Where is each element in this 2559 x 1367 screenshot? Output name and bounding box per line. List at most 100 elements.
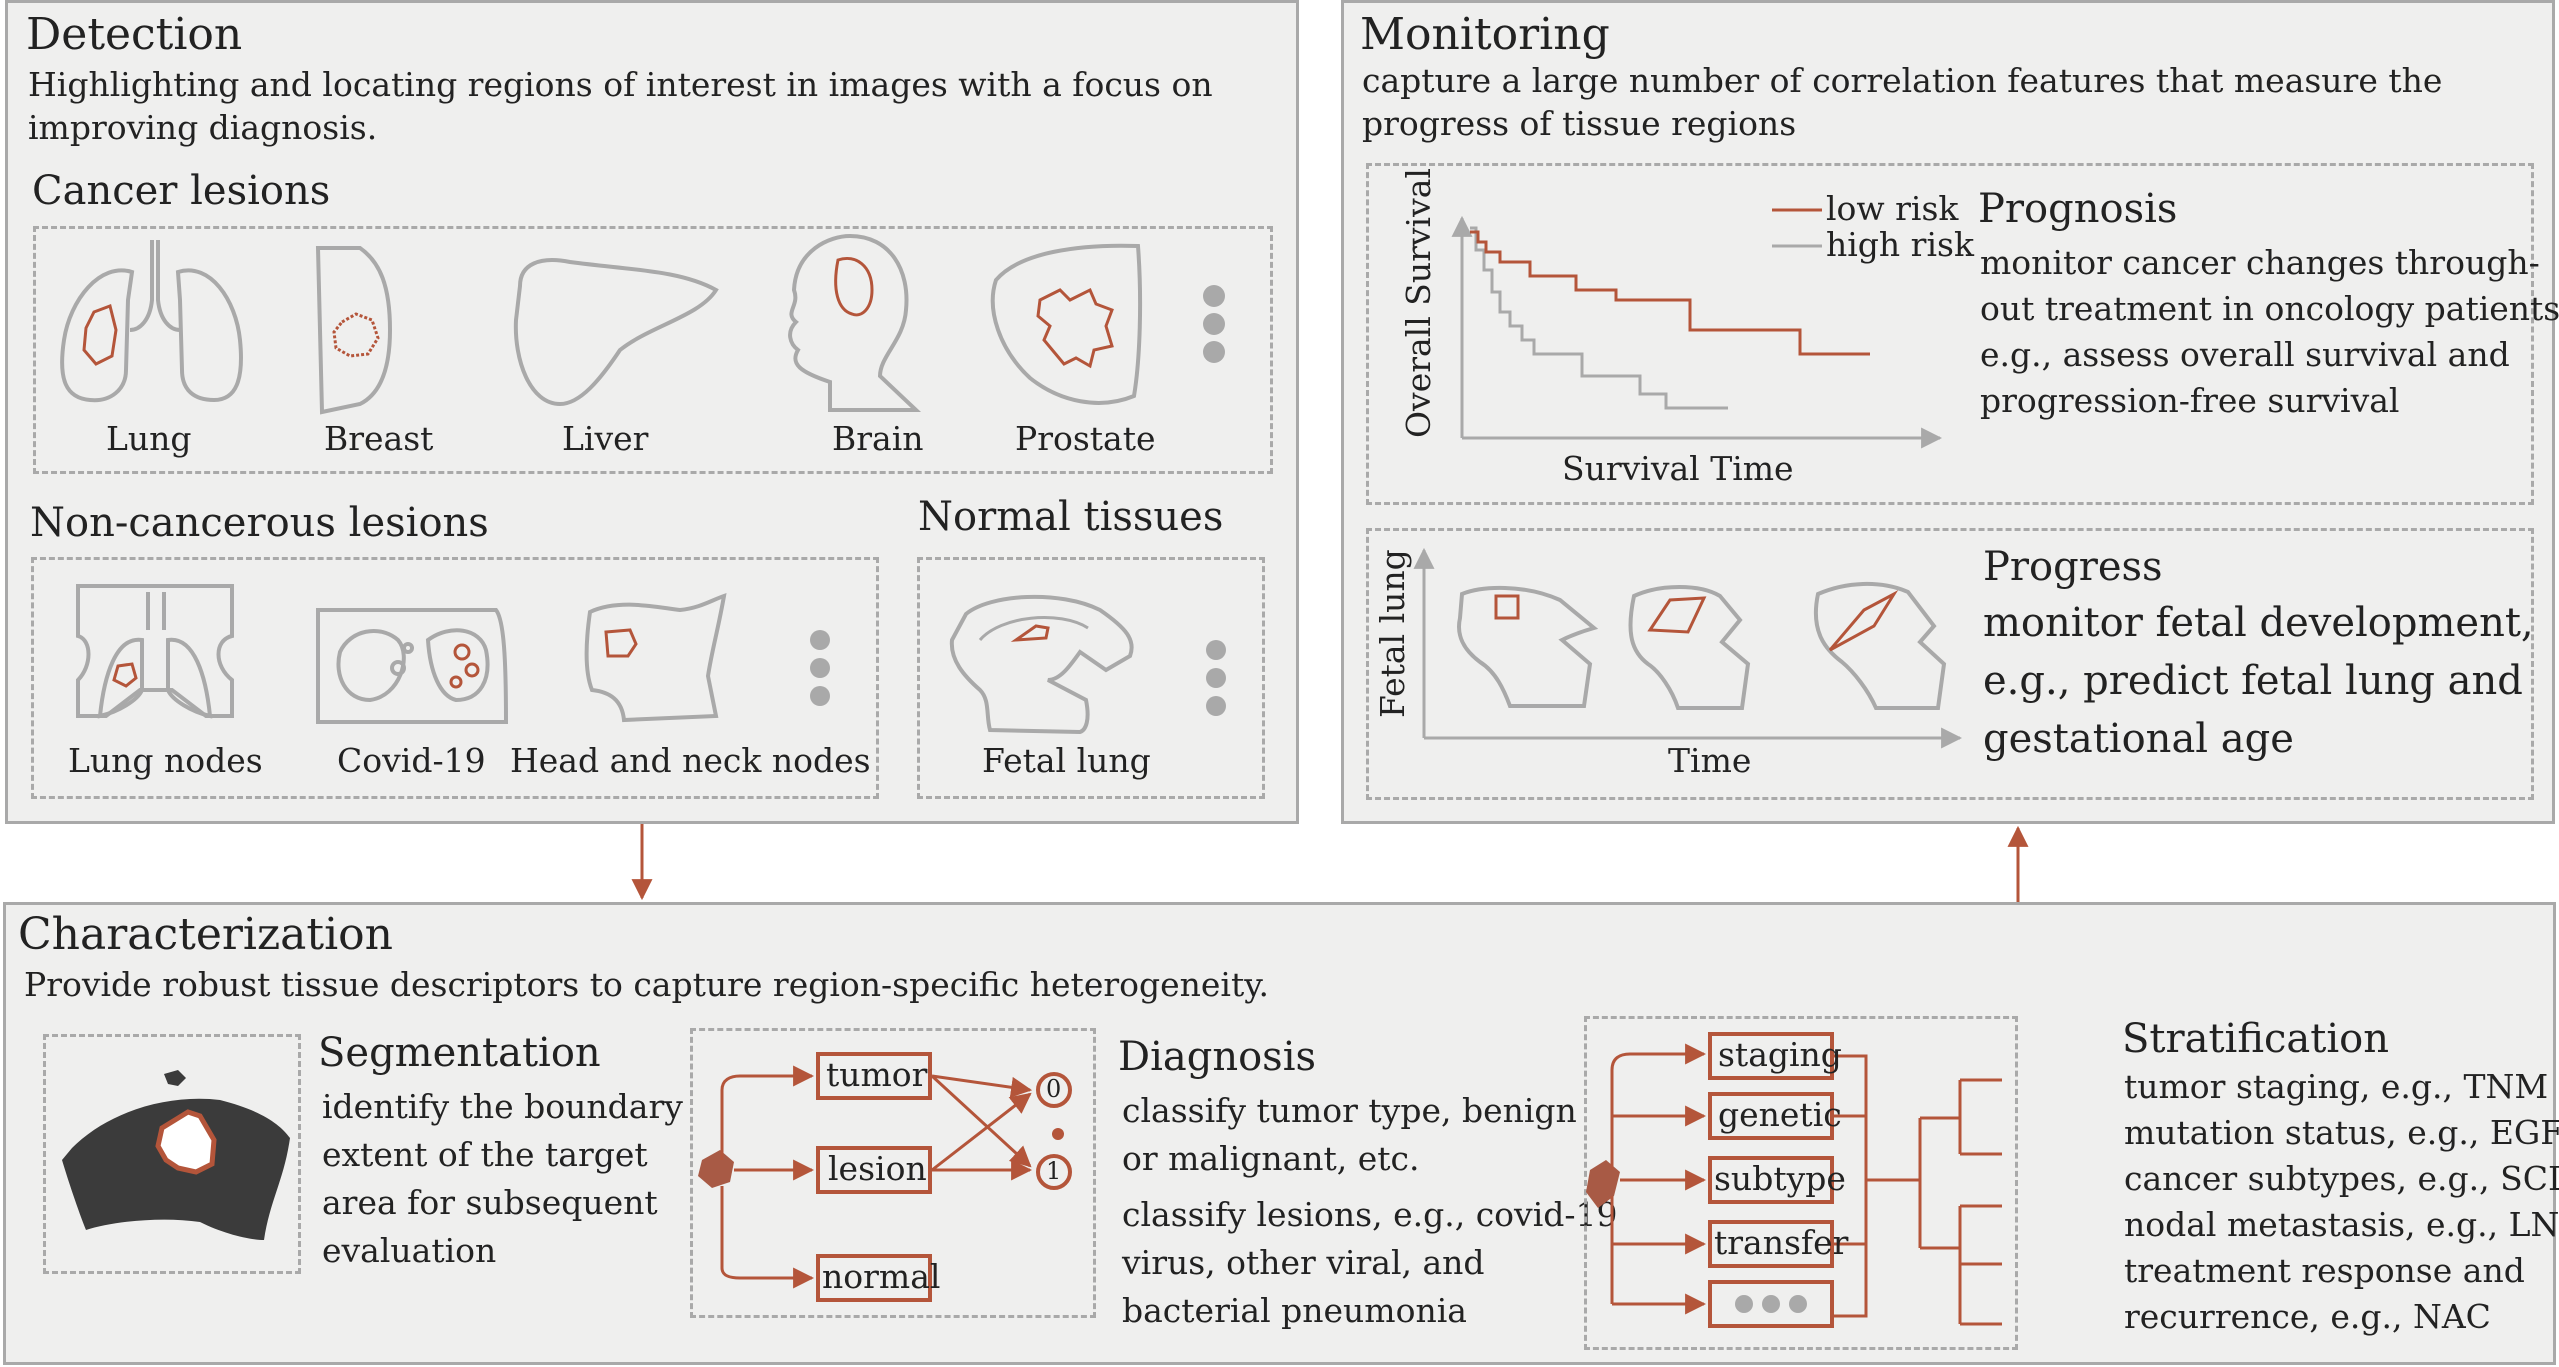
diagnosis-output-1: 1 [1046, 1157, 1062, 1185]
survival-low-risk-curve [1470, 230, 1870, 356]
stratification-tree [1832, 1054, 2002, 1326]
breast-organ-icon [315, 246, 393, 415]
diagnosis-text2-3: bacterial pneumonia [1122, 1291, 1467, 1330]
prognosis-text-3: e.g., assess overall survival and [1980, 335, 2510, 374]
diagnosis-box-normal: normal [822, 1257, 941, 1296]
strat-box-staging: staging [1718, 1035, 1842, 1074]
progress-text-1: monitor fetal development, [1983, 600, 2534, 646]
brain-head-icon [788, 233, 922, 412]
survival-legend-high: high risk [1826, 225, 1974, 264]
prostate-lesion-icon [1036, 287, 1114, 369]
fetal-lung-icon [949, 594, 1134, 735]
label-brain: Brain [832, 419, 924, 458]
stratification-arrows [1610, 1043, 1707, 1315]
label-lung: Lung [106, 419, 192, 458]
normal-tissues-heading: Normal tissues [918, 494, 1224, 540]
fetal-lung-inner-icon [978, 616, 1089, 642]
monitoring-description: capture a large number of correlation fe… [1362, 61, 2443, 143]
diagnosis-text2-2: virus, other viral, and [1122, 1243, 1485, 1282]
label-liver: Liver [562, 419, 649, 458]
segmentation-box [43, 1034, 301, 1274]
lung-nodes-icon [76, 584, 234, 719]
lung-organ-icon [60, 240, 243, 403]
segmentation-title: Segmentation [318, 1030, 601, 1076]
stratification-box [1584, 1016, 2018, 1350]
more-noncancer-dots [810, 630, 830, 706]
prognosis-box [1366, 163, 2534, 505]
diagnosis-tissue-icon [698, 1150, 734, 1188]
fetal-lung-lesion-icon [1010, 624, 1050, 642]
stratification-tissue-icon [1586, 1160, 1620, 1208]
stratification-text-4: nodal metastasis, e.g., LNM [2124, 1205, 2559, 1244]
diagnosis-output-circles [1036, 1072, 1072, 1190]
label-covid: Covid-19 [337, 741, 486, 780]
detection-panel [5, 0, 1299, 824]
lung-node-lesion-icon [112, 662, 138, 688]
stratification-text-3: cancer subtypes, e.g., SCLC [2124, 1159, 2559, 1198]
diagnosis-box-tumor: tumor [826, 1055, 928, 1094]
strat-box-transfer: transfer [1714, 1223, 1849, 1262]
characterization-title: Characterization [18, 909, 393, 960]
strat-box-subtype: subtype [1714, 1159, 1846, 1198]
fetal-stage-2-icon [1628, 585, 1751, 710]
characterization-panel [3, 902, 2556, 1365]
label-breast: Breast [324, 419, 434, 458]
head-neck-lesion-icon [604, 628, 638, 658]
covid-lesion-icon [449, 643, 480, 689]
head-neck-icon [584, 593, 727, 723]
survival-xlabel: Survival Time [1562, 449, 1794, 488]
prognosis-title: Prognosis [1978, 186, 2178, 232]
stratification-text-6: recurrence, e.g., NAC [2124, 1297, 2491, 1336]
brain-lesion-icon [834, 257, 874, 317]
fetal-stage-1-icon [1457, 585, 1599, 708]
covid-chest-icon [316, 608, 509, 724]
label-head-neck-nodes: Head and neck nodes [510, 741, 871, 780]
progress-title: Progress [1983, 544, 2163, 590]
progress-text-2: e.g., predict fetal lung and [1983, 658, 2523, 704]
diagnosis-output-0: 0 [1046, 1075, 1062, 1103]
segmentation-text-4: evaluation [322, 1231, 497, 1270]
stratification-text-5: treatment response and [2124, 1251, 2525, 1290]
survival-legend-low: low risk [1826, 189, 1959, 228]
stratification-text-2: mutation status, e.g., EGFR [2124, 1113, 2559, 1152]
prognosis-text-4: progression-free survival [1980, 381, 2400, 420]
survival-high-risk-curve [1470, 226, 1728, 410]
monitoring-title: Monitoring [1360, 9, 1610, 60]
lung-lesion-icon [82, 304, 118, 366]
characterization-description: Provide robust tissue descriptors to cap… [24, 965, 1269, 1004]
diagnosis-text1-1: classify tumor type, benign [1122, 1091, 1577, 1130]
breast-lesion-icon [332, 312, 380, 358]
prostate-organ-icon [990, 243, 1143, 405]
cancer-lesions-heading: Cancer lesions [32, 168, 331, 214]
monitoring-panel [1341, 0, 2555, 824]
diagnosis-box-lesion: lesion [828, 1149, 927, 1188]
detection-title: Detection [26, 9, 243, 60]
diagnosis-text2-1: classify lesions, e.g., covid-19 [1122, 1195, 1618, 1234]
segmentation-text-1: identify the boundary [322, 1087, 683, 1126]
progress-text-3: gestational age [1983, 716, 2294, 762]
segmentation-image-icon [62, 1070, 290, 1240]
prognosis-text-2: out treatment in oncology patients, [1980, 289, 2559, 328]
diagnosis-text1-2: or malignant, etc. [1122, 1139, 1420, 1178]
more-cancer-dots [1203, 285, 1225, 363]
label-fetal-lung: Fetal lung [982, 741, 1151, 780]
prognosis-text-1: monitor cancer changes through- [1980, 243, 2540, 282]
strat-box-genetic: genetic [1718, 1095, 1842, 1134]
stratification-more-icon [1735, 1295, 1807, 1313]
more-normal-dots [1206, 640, 1226, 716]
label-lung-nodes: Lung nodes [68, 741, 263, 780]
noncancer-lesions-box [31, 557, 879, 799]
normal-tissues-box [917, 557, 1265, 799]
stratification-text-1: tumor staging, e.g., TNM [2124, 1067, 2549, 1106]
diagnosis-box [690, 1028, 1096, 1318]
progress-xlabel: Time [1668, 741, 1752, 780]
fetal-stage-3-icon [1813, 582, 1947, 710]
segmentation-text-3: area for subsequent [322, 1183, 658, 1222]
progress-box [1366, 528, 2534, 800]
label-prostate: Prostate [1015, 419, 1156, 458]
segmentation-text-2: extent of the target [322, 1135, 648, 1174]
diagnosis-more-dot [1052, 1128, 1064, 1140]
diagnosis-boxes [816, 1052, 932, 1302]
detection-description: Highlighting and locating regions of int… [28, 65, 1213, 147]
